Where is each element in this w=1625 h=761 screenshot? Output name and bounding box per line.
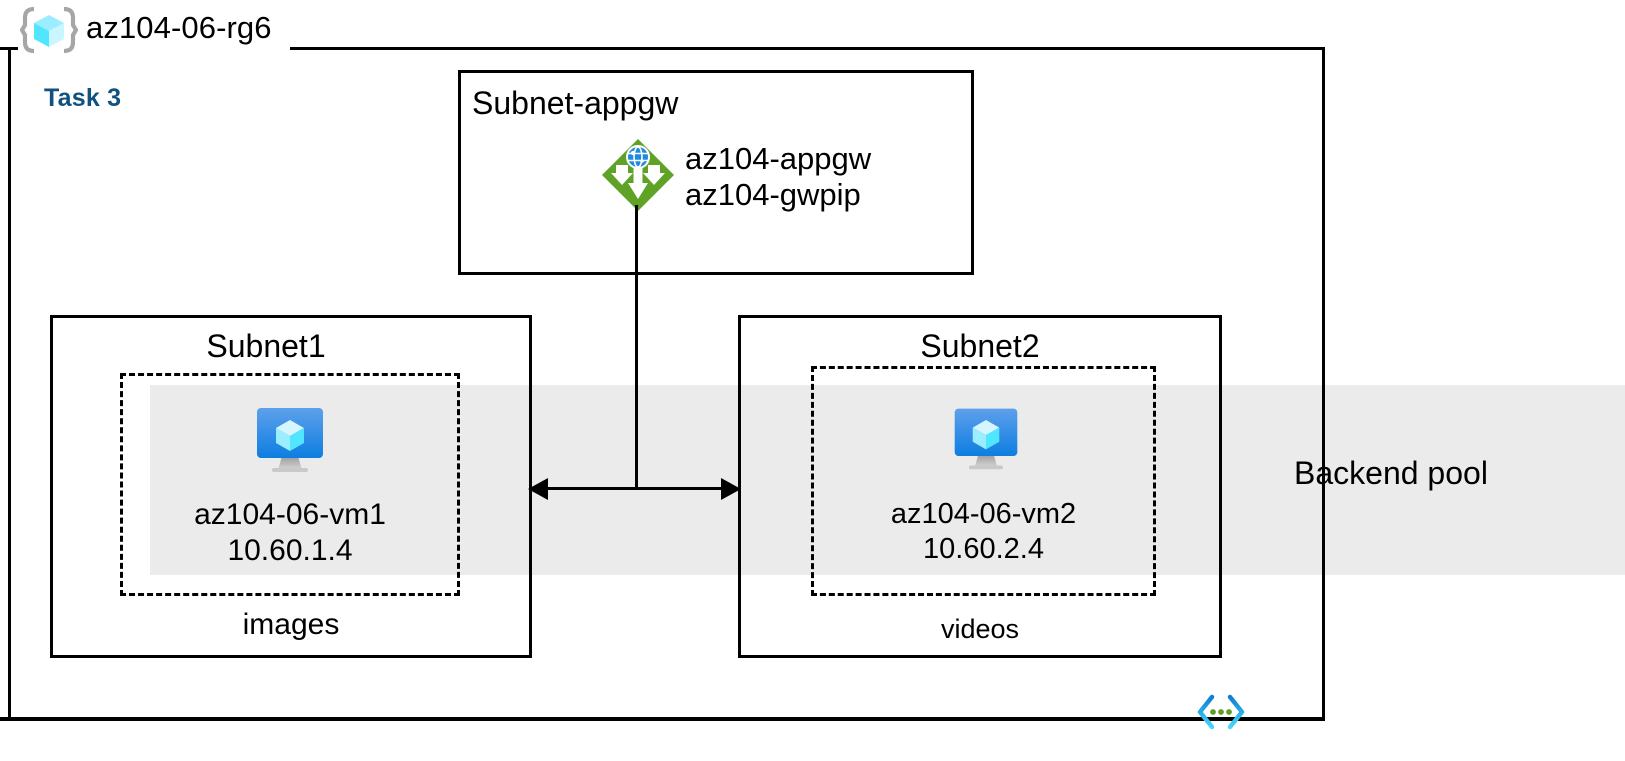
subnet2-title: Subnet2 — [920, 328, 1040, 364]
appgw-resource-names: az104-appgw az104-gwpip — [685, 141, 871, 214]
subnet1-footer-label: images — [242, 608, 340, 641]
arrow-head-right-icon — [721, 478, 741, 500]
resource-group-border-top — [290, 47, 1325, 50]
gateway-connector-line — [635, 205, 638, 490]
subnet2-footer-label: videos — [940, 614, 1020, 644]
vm1-labels: az104-06-vm1 10.60.1.4 — [120, 497, 460, 569]
vm2-name: az104-06-vm2 — [890, 498, 1077, 530]
vm2-ip: 10.60.2.4 — [923, 532, 1044, 565]
subnet-appgw-title: Subnet-appgw — [472, 85, 679, 121]
resource-group-border-right — [1322, 47, 1325, 720]
resource-group-border-bottom — [0, 717, 1325, 721]
bidirectional-connector-line — [541, 487, 731, 490]
backend-pool-band — [150, 385, 1625, 575]
application-gateway-icon — [602, 139, 674, 211]
subnet-appgw-box — [458, 70, 974, 275]
subnet1-nic-group — [120, 373, 460, 596]
appgw-name: az104-appgw — [685, 141, 872, 176]
subnet2-box — [738, 315, 1222, 658]
vm2-labels: az104-06-vm2 10.60.2.4 — [811, 497, 1156, 567]
subnet1-box — [50, 315, 532, 658]
resource-group-cube-icon — [20, 6, 78, 54]
resource-group-border-top-left-stub — [0, 47, 18, 50]
resource-group-border-left — [8, 47, 11, 720]
vm1-ip: 10.60.1.4 — [227, 534, 353, 567]
virtual-machine-icon — [257, 408, 323, 472]
backend-pool-label: Backend pool — [1294, 455, 1488, 491]
gwpip-name: az104-gwpip — [685, 177, 861, 213]
subnet1-title: Subnet1 — [206, 328, 326, 364]
virtual-machine-icon — [954, 408, 1018, 470]
code-brackets-icon — [1197, 694, 1245, 730]
task-label: Task 3 — [44, 84, 122, 112]
vm1-name: az104-06-vm1 — [194, 498, 386, 531]
resource-group-title: az104-06-rg6 — [86, 10, 272, 45]
subnet2-nic-group — [811, 366, 1156, 596]
arrow-head-left-icon — [528, 478, 548, 500]
